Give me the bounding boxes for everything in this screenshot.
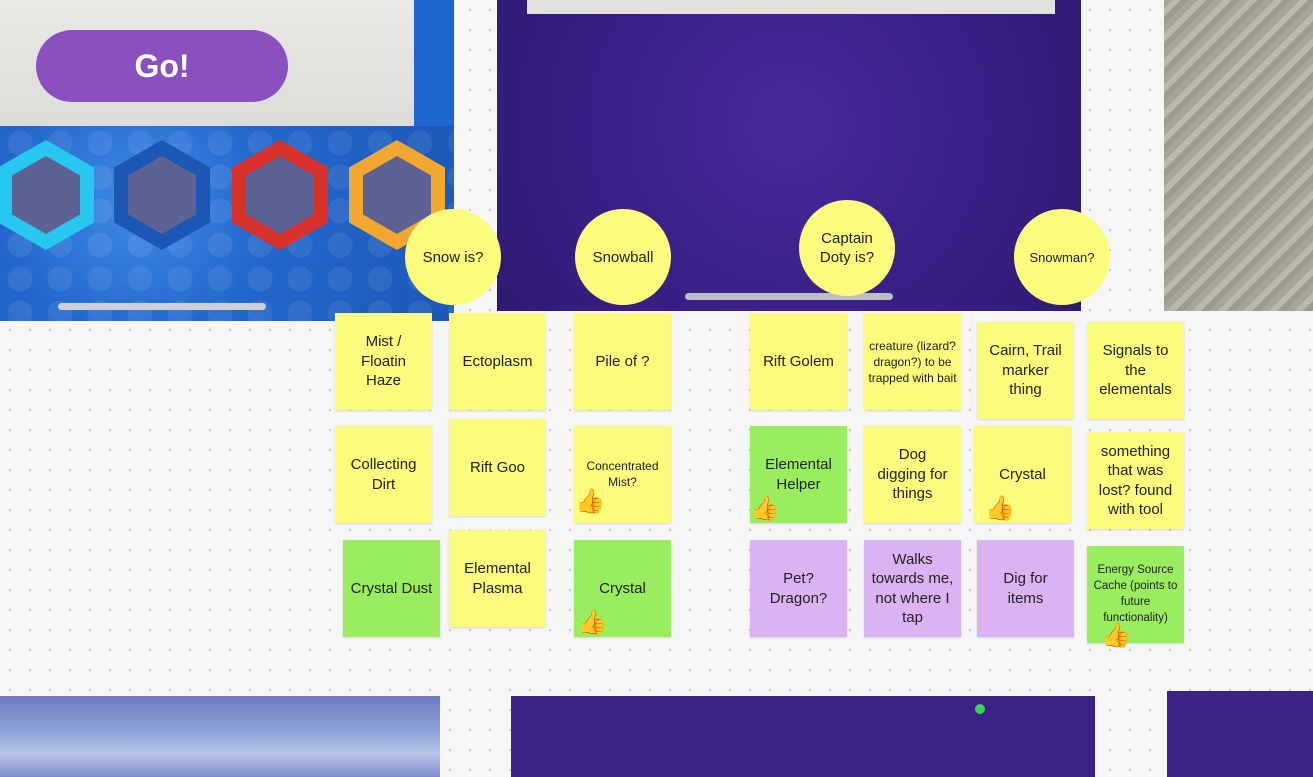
hexagon-slot-cyan[interactable] [0, 140, 94, 250]
note-pile[interactable]: Pile of ? [574, 313, 671, 410]
note-cairn[interactable]: Cairn, Trail marker thing [977, 322, 1074, 419]
game-screenshot-go: Go! [0, 0, 454, 321]
note-energy-source[interactable]: Energy Source Cache (points to future fu… [1087, 546, 1184, 648]
note-crystal-mid[interactable]: Crystal 👍 [974, 426, 1071, 523]
note-collecting-dirt[interactable]: Collecting Dirt [335, 426, 432, 523]
hexagon-slot-red[interactable] [232, 140, 328, 250]
note-walks-towards[interactable]: Walks towards me, not where I tap [864, 540, 961, 637]
note-creature[interactable]: creature (lizard? dragon?) to be trapped… [864, 313, 961, 410]
purple-screenshot-bottom [511, 696, 1095, 777]
home-indicator [685, 293, 893, 300]
note-signals[interactable]: Signals to the elementals [1087, 322, 1184, 419]
paper-strip [527, 0, 1055, 14]
note-lost-found[interactable]: something that was lost? found with tool [1087, 432, 1184, 529]
sky-screenshot [0, 696, 440, 777]
note-crystal-dust[interactable]: Crystal Dust [343, 540, 440, 637]
hexagon-slot-blue[interactable] [114, 140, 210, 250]
circle-snow[interactable]: Snow is? [405, 209, 501, 305]
note-crystal-bottom[interactable]: Crystal 👍 [574, 540, 671, 637]
note-concentrated-mist[interactable]: Concentrated Mist? 👍 [574, 426, 671, 523]
note-elemental-helper[interactable]: Elemental Helper 👍 [750, 426, 847, 523]
note-mist[interactable]: Mist / Floatin Haze [335, 313, 432, 410]
home-indicator [58, 303, 266, 310]
note-rift-goo[interactable]: Rift Goo [449, 419, 546, 516]
go-button[interactable]: Go! [36, 30, 288, 102]
carpet-photo [1164, 0, 1313, 311]
thumbs-up-icon: 👍 [985, 495, 1015, 522]
cursor-dot [975, 704, 985, 714]
note-elemental-plasma[interactable]: Elemental Plasma [449, 530, 546, 627]
circle-snowman[interactable]: Snowman? [1014, 209, 1110, 305]
note-ectoplasm[interactable]: Ectoplasm [449, 313, 546, 410]
thumbs-up-icon: 👍 [1101, 622, 1131, 649]
thumbs-up-icon: 👍 [750, 495, 780, 522]
circle-captain[interactable]: Captain Doty is? [799, 200, 895, 296]
purple-screenshot-bottom-right [1167, 691, 1313, 777]
thumbs-up-icon: 👍 [575, 488, 605, 515]
note-dig-items[interactable]: Dig for items [977, 540, 1074, 637]
note-rift-golem[interactable]: Rift Golem [750, 313, 847, 410]
note-pet-dragon[interactable]: Pet? Dragon? [750, 540, 847, 637]
thumbs-up-icon: 👍 [577, 609, 607, 636]
circle-snowball[interactable]: Snowball [575, 209, 671, 305]
note-dog-digging[interactable]: Dog digging for things [864, 426, 961, 523]
